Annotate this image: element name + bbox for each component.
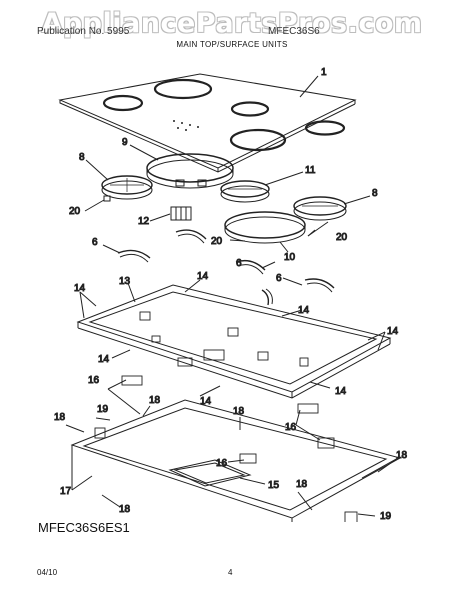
callout-14-bottom: 14 [200,396,212,407]
callout-18-upper: 18 [149,395,161,406]
medium-surface-unit [220,180,270,203]
small-surface-unit-left [101,175,153,202]
callout-18-lower-right: 18 [296,479,308,490]
bottom-box [70,375,402,522]
callout-20-middle: 20 [211,236,223,247]
callout-14-center: 14 [298,305,310,316]
model-number: MFEC36S6ES1 [38,520,130,535]
ring-surface-unit [224,211,306,244]
callout-6-left: 6 [92,237,98,248]
callout-6-middle: 6 [236,258,242,269]
terminal-block [170,206,192,221]
callout-16-left: 16 [88,375,100,386]
callout-9: 9 [122,137,128,148]
callout-18-center: 18 [233,406,245,417]
callout-1: 1 [321,67,327,78]
callout-20-right: 20 [336,232,348,243]
callout-12: 12 [138,216,150,227]
callout-18-right: 18 [396,450,408,461]
control-marks [173,120,199,131]
callout-16-bottom: 16 [216,458,228,469]
callout-15: 15 [268,480,280,491]
callout-8-right: 8 [372,188,378,199]
section-title: MAIN TOP/SURFACE UNITS [176,40,288,49]
callout-14-right: 14 [387,326,399,337]
page-number: 4 [228,568,233,577]
callout-20-left: 20 [69,206,81,217]
exploded-parts-diagram: 1 9 8 11 8 20 12 20 20 10 6 6 6 13 14 14… [54,67,408,522]
callout-14-left: 14 [74,283,86,294]
model-header: MFEC36S6 [268,26,320,37]
callout-14-lower-left: 14 [98,354,110,365]
callout-19-left: 19 [97,404,109,415]
callout-18-far-left: 18 [54,412,66,423]
callout-17: 17 [60,486,72,497]
publication-label: Publication No. 5995 [37,26,130,37]
callout-18-bottom: 18 [119,504,131,515]
large-surface-unit [146,153,234,189]
callout-14-top: 14 [197,271,209,282]
callout-8-left: 8 [79,152,85,163]
callout-6-right: 6 [276,273,282,284]
glass-cooktop [58,73,357,173]
callout-16-right: 16 [285,422,297,433]
small-surface-unit-right [293,196,347,221]
footer-date: 04/10 [37,568,58,577]
main-frame [76,284,392,399]
callout-11: 11 [305,165,316,176]
callout-14-lower-right: 14 [335,386,347,397]
callout-13: 13 [119,276,131,287]
callout-19-right: 19 [380,511,392,522]
callout-10: 10 [284,252,296,263]
watermark: AppliancePartsPros.com [41,8,423,39]
